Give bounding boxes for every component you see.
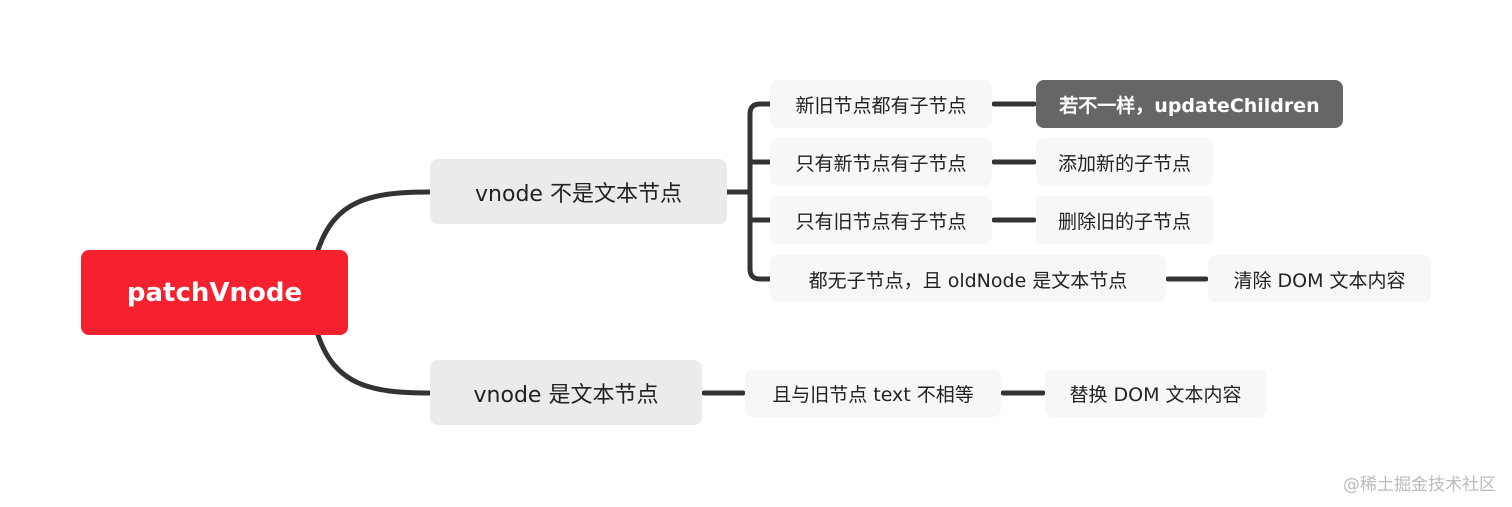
branch-text-node[interactable]: vnode 是文本节点 (430, 360, 702, 425)
bracket (747, 101, 773, 282)
result-update-children[interactable]: 若不一样，updateChildren (1036, 80, 1343, 128)
result-clear-text[interactable]: 清除 DOM 文本内容 (1208, 255, 1431, 303)
node-both-have-children[interactable]: 新旧节点都有子节点 (770, 80, 992, 128)
result-replace-text[interactable]: 替换 DOM 文本内容 (1045, 369, 1266, 417)
node-only-new-children[interactable]: 只有新节点有子节点 (770, 138, 992, 186)
link-root-branch2 (315, 332, 433, 396)
result-add-children[interactable]: 添加新的子节点 (1036, 138, 1213, 186)
node-no-children[interactable]: 都无子节点，且 oldNode 是文本节点 (770, 255, 1166, 303)
link-root-branch1 (315, 189, 433, 253)
result-remove-children[interactable]: 删除旧的子节点 (1036, 196, 1213, 244)
branch-not-text-node[interactable]: vnode 不是文本节点 (430, 159, 727, 224)
node-only-old-children[interactable]: 只有旧节点有子节点 (770, 196, 992, 244)
node-text-not-equal[interactable]: 且与旧节点 text 不相等 (745, 369, 1001, 417)
root-node[interactable]: patchVnode (81, 250, 348, 335)
watermark: @稀土掘金技术社区 (1343, 475, 1496, 495)
